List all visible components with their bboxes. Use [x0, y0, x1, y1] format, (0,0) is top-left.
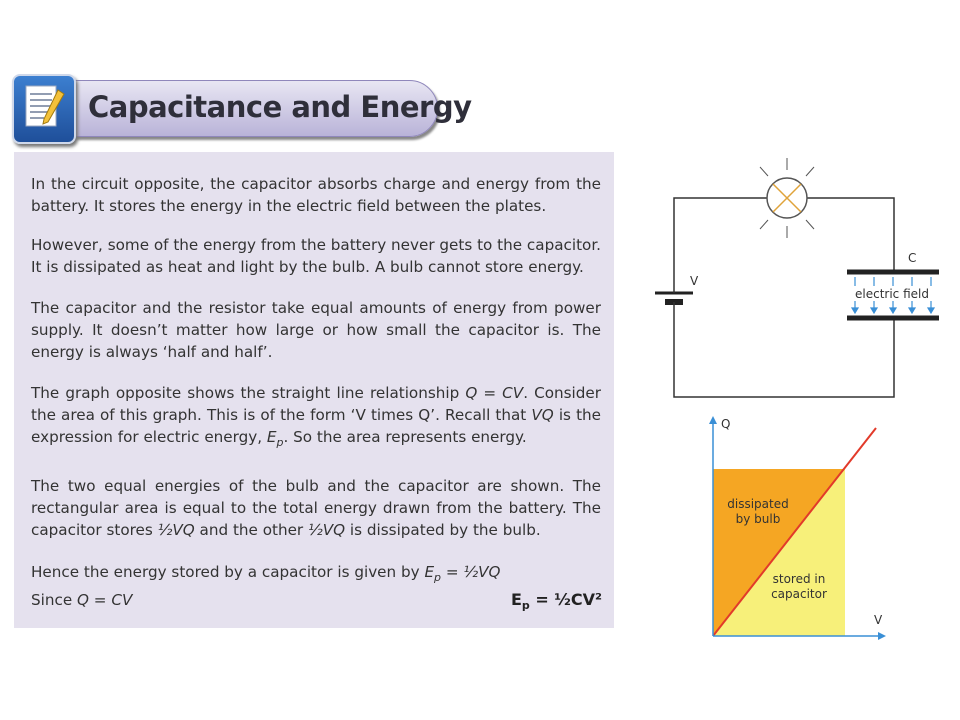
subscript-p: p [276, 436, 284, 449]
field-label-bg [852, 286, 932, 301]
text-run: and the other [194, 521, 309, 539]
circuit-diagram: V electric field C [640, 150, 950, 405]
page-title: Capacitance and Energy [88, 90, 472, 124]
x-axis-label: V [874, 613, 883, 627]
document-pencil-icon [12, 74, 76, 144]
text-run: Hence the energy stored by a capacitor i… [31, 563, 425, 581]
symbol-e: E [266, 428, 277, 446]
equation-half-vq: = ½VQ [441, 563, 501, 581]
paragraph-conclusion: Hence the energy stored by a capacitor i… [31, 561, 601, 611]
text-run: is the expression for electric energy, [31, 406, 601, 446]
battery-label: V [690, 274, 699, 288]
text-run: is dissipated by the bulb. [345, 521, 541, 539]
dissipated-label-1: dissipated [727, 497, 788, 511]
text-run: Since [31, 591, 78, 609]
equation-q-cv: Q = CV [465, 384, 524, 402]
subscript-p: p [434, 571, 442, 584]
paragraph-half-and-half: The capacitor and the resistor take equa… [31, 299, 601, 361]
text-panel: In the circuit opposite, the capacitor a… [14, 152, 614, 628]
x-axis-arrow [878, 632, 886, 640]
paragraph-circuit: In the circuit opposite, the capacitor a… [31, 175, 601, 215]
y-axis-arrow [709, 416, 717, 424]
equation-q-cv: Q = CV [77, 591, 133, 609]
formula-subscript: p [521, 599, 530, 612]
dissipated-label-2: by bulb [736, 512, 781, 526]
text-run: . So the area represents energy. [283, 428, 527, 446]
formula-rest: = ½CV² [529, 590, 602, 609]
charge-voltage-graph: Q V dissipated by bulb stored in capacit… [700, 412, 900, 650]
stored-label-2: capacitor [771, 587, 827, 601]
paragraph-graph: The graph opposite shows the straight li… [31, 382, 601, 454]
title-bar [48, 80, 438, 137]
wire-bottom [673, 305, 895, 398]
q-cv-line [712, 427, 877, 637]
text-run: The two equal energies of the bulb and t… [31, 477, 601, 539]
y-axis-label: Q [721, 417, 730, 431]
energy-formula: Ep = ½CV² [511, 590, 602, 612]
equation-half-vq: ½VQ [157, 521, 195, 539]
text-run: . Consider the area of this graph. This … [31, 384, 601, 424]
equation-vq: VQ [531, 406, 554, 424]
wire-top-left [673, 197, 767, 282]
capacitor-label: C [908, 251, 916, 265]
symbol-e: E [424, 563, 435, 581]
title-banner: Capacitance and Energy [10, 70, 472, 150]
equation-half-vq: ½VQ [308, 521, 346, 539]
stored-label-1: stored in [773, 572, 826, 586]
text-run: The graph opposite shows the straight li… [31, 384, 466, 402]
wire-top-right [807, 197, 895, 272]
paragraph-equal-energies: The two equal energies of the bulb and t… [31, 475, 601, 541]
paragraph-dissipation: However, some of the energy from the bat… [31, 236, 602, 276]
electric-field-label: electric field [855, 287, 929, 301]
formula-e: E [510, 590, 522, 609]
bulb-icon [759, 158, 815, 238]
battery-icon [655, 282, 693, 305]
